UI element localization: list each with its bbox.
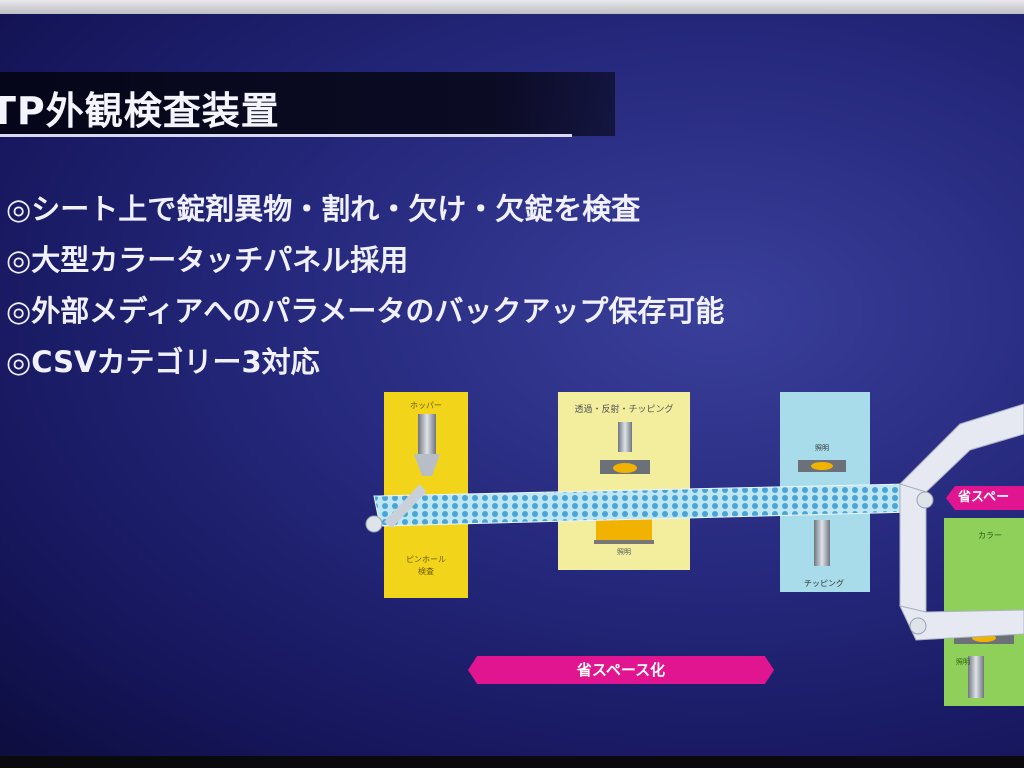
bullet-item: ◎シート上で錠剤異物・割れ・欠け・欠錠を検査 <box>6 192 641 226</box>
panel3-bottom-label: チッピング <box>804 578 844 588</box>
bullet-list: ◎シート上で錠剤異物・割れ・欠け・欠錠を検査 ◎大型カラータッチパネル採用 ◎外… <box>6 184 724 388</box>
left-roller <box>365 515 383 533</box>
slide-title: TP外観検査装置 <box>0 89 280 133</box>
bullet-item: ◎CSVカテゴリー3対応 <box>6 345 320 379</box>
wall-background <box>0 0 1024 14</box>
bullet-item: ◎大型カラータッチパネル採用 <box>6 243 409 277</box>
bottom-bezel <box>0 756 1024 768</box>
panel2-bottom-label: 照明 <box>617 548 631 556</box>
panel1-top-label: ホッパー <box>410 401 442 410</box>
turnaround-frame <box>899 403 1024 641</box>
panel4-bottom-label: 照明 <box>956 658 970 666</box>
presentation-screen: TP外観検査装置 ◎シート上で錠剤異物・割れ・欠け・欠錠を検査 ◎大型カラータッ… <box>0 14 1024 758</box>
title-underline <box>0 134 572 137</box>
panel1-bottom-label-b: 検査 <box>418 566 434 576</box>
bullet-item: ◎外部メディアへのパラメータのバックアップ保存可能 <box>6 294 725 328</box>
space-saving-tag: 省スペース化 <box>468 656 774 684</box>
panel2-top-label: 透過・反射・チッピング <box>574 403 673 415</box>
panel4-top-label: カラー <box>978 531 1002 540</box>
space-saving-tag-right: 省スペー <box>946 486 1024 510</box>
inspection-line-diagram: ホッパー ピンホール 検査 透過・反射・チッピング 照明 照明 チッピング カラ… <box>365 392 1024 706</box>
panel1-bottom-label-a: ピンホール <box>406 555 446 564</box>
title-bar <box>0 72 615 136</box>
panel3-top-label: 照明 <box>815 444 829 452</box>
